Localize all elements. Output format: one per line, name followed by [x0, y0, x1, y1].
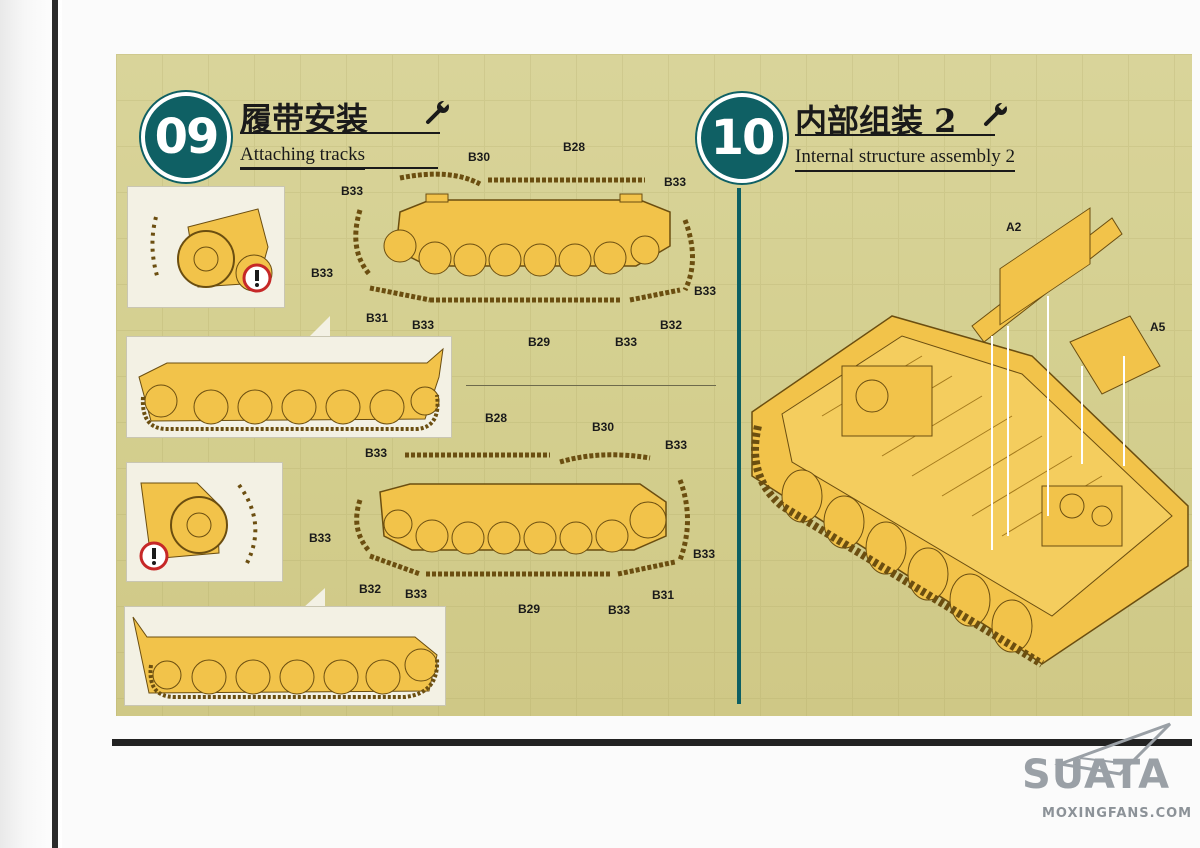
part-label-B33: B33 — [693, 547, 716, 561]
engine-compartment — [1041, 485, 1123, 547]
assembly-guide-lines — [991, 296, 1125, 550]
step-10-title-underline — [795, 134, 995, 136]
binder-edge — [52, 0, 58, 848]
part-A2-bulkhead — [971, 207, 1123, 343]
part-A5-panel — [1069, 315, 1161, 395]
lower-assembled-tank-drawing — [132, 616, 440, 699]
part-label-B32: B32 — [660, 318, 683, 332]
internal-structure-diagram — [751, 207, 1189, 668]
idler-detail-drawing — [140, 482, 258, 564]
step-09-badge: 09 — [141, 92, 231, 182]
step-10-title-cn: 内部组装 2 — [795, 102, 957, 140]
lower-assembled-side-view — [124, 606, 446, 706]
part-label-B33: B33 — [608, 603, 631, 617]
step-10-badge: 10 — [697, 93, 787, 183]
upper-track-top-links — [399, 171, 645, 187]
caution-icon — [139, 541, 169, 571]
upper-assembled-tank-drawing — [138, 347, 444, 431]
step-09-number: 09 — [154, 109, 220, 165]
step-09-title-underline — [240, 132, 440, 134]
part-label-B33: B33 — [664, 175, 687, 189]
step-10-title-en: Internal structure assembly 2 — [795, 146, 1016, 172]
page-bottom-rule — [112, 739, 1192, 746]
lower-idler-detail-inset — [126, 462, 283, 582]
watermark-brand: SUATA — [1022, 752, 1171, 798]
transmission-assembly — [841, 365, 933, 437]
lower-roadwheels — [383, 501, 667, 555]
part-label-B33: B33 — [412, 318, 435, 332]
step-09-title-cn: 履带安装 — [240, 100, 369, 138]
watermark-site: MOXINGFANS.COM — [1042, 806, 1193, 821]
upper-assembled-side-view — [126, 336, 452, 438]
part-label-B28: B28 — [485, 411, 508, 425]
wrench-icon — [984, 101, 1007, 126]
step-09-title-en: Attaching tracks — [240, 144, 366, 170]
part-label-B28: B28 — [563, 140, 586, 154]
upper-track-diagram — [353, 171, 695, 303]
wrench-icon — [426, 99, 449, 124]
part-label-B33: B33 — [694, 284, 717, 298]
section-separator — [466, 385, 716, 386]
upper-sprocket-detail-inset — [127, 186, 285, 308]
step-09-title-en-underline — [240, 167, 438, 169]
upper-track-bottom-links — [369, 285, 681, 303]
part-label-B31: B31 — [366, 311, 389, 325]
lower-track-bottom-links — [369, 553, 676, 577]
lower-track-top-links — [405, 452, 651, 465]
part-label-B32: B32 — [359, 582, 382, 596]
upper-track-side-links — [353, 209, 695, 292]
side-track — [751, 425, 1045, 668]
step-divider — [737, 188, 741, 704]
watermark-logo — [1054, 722, 1172, 776]
part-label-A2: A2 — [1006, 220, 1022, 234]
part-label-B33: B33 — [311, 266, 334, 280]
caution-icon — [242, 263, 272, 293]
part-label-B33: B33 — [309, 531, 332, 545]
part-label-B30: B30 — [468, 150, 491, 164]
part-label-B33: B33 — [405, 587, 428, 601]
part-label-A5: A5 — [1150, 320, 1166, 334]
step-10-number: 10 — [710, 110, 776, 166]
part-label-B29: B29 — [518, 602, 541, 616]
inset-connector — [303, 588, 325, 608]
part-label-B33: B33 — [665, 438, 688, 452]
part-label-B30: B30 — [592, 420, 615, 434]
part-label-B29: B29 — [528, 335, 551, 349]
upper-roadwheels — [383, 229, 660, 277]
lower-track-diagram — [354, 452, 690, 577]
part-label-B33: B33 — [615, 335, 638, 349]
inset-connector — [310, 316, 330, 336]
lower-hull — [379, 483, 667, 551]
part-label-B33: B33 — [341, 184, 364, 198]
binder-strip — [0, 0, 62, 848]
part-label-B33: B33 — [365, 446, 388, 460]
part-label-B31: B31 — [652, 588, 675, 602]
lower-track-side-links — [354, 479, 690, 561]
